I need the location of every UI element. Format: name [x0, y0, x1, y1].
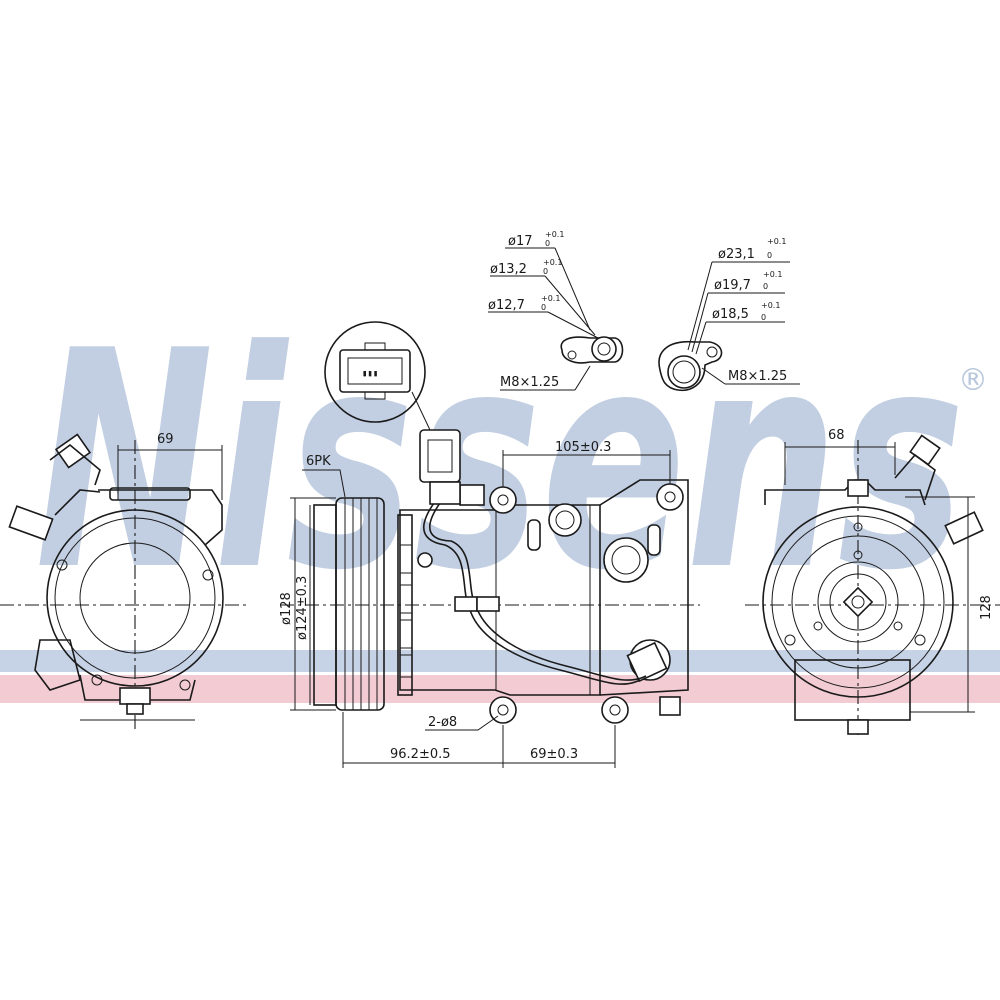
discharge-d3: ø18,5: [712, 307, 749, 322]
suction-d2: ø13,2: [490, 262, 527, 277]
dia-pulley-dim: ø124±0.3: [295, 576, 310, 640]
left-width-dim: 69: [157, 432, 174, 447]
dim-69: 69±0.3: [530, 747, 578, 762]
suction-port-detail: ø17 +0.1 0 ø13,2 +0.1 0 ø12,7 +0.1 0 M8×…: [488, 230, 624, 391]
watermark-registered-mark: ®: [958, 363, 988, 398]
discharge-d2: ø19,7: [714, 278, 751, 293]
dim-105: 105±0.3: [555, 440, 611, 455]
connector-detail: ▮▮▮: [324, 321, 426, 423]
suction-d1: ø17: [508, 234, 533, 249]
suction-d3-tol-up: +0.1: [541, 294, 560, 303]
discharge-thread: M8×1.25: [728, 369, 787, 384]
discharge-d2-tol-up: +0.1: [763, 270, 782, 279]
right-height-dim: 128: [979, 595, 994, 620]
suction-d2-tol-up: +0.1: [543, 258, 562, 267]
suction-d3-tol-low: 0: [541, 303, 546, 312]
discharge-port-detail: ø23,1 +0.1 0 ø19,7 +0.1 0 ø18,5 +0.1 0 M…: [658, 237, 800, 392]
discharge-d2-tol-low: 0: [763, 282, 768, 291]
connector-pins: ▮▮▮: [362, 369, 378, 379]
watermark-logo-text: Nissens: [35, 287, 965, 636]
belt-label: 6PK: [306, 454, 331, 469]
side-view: ø128 ø124±0.3 6PK: [279, 321, 700, 768]
dim-96-2: 96.2±0.5: [390, 747, 451, 762]
watermark-blue-band: [0, 650, 1000, 672]
suction-d1-tol-low: 0: [545, 239, 550, 248]
discharge-d3-tol-low: 0: [761, 313, 766, 322]
dia-outer-dim: ø128: [279, 592, 294, 625]
watermark: Nissens ®: [0, 287, 1000, 703]
suction-d1-tol-up: +0.1: [545, 230, 564, 239]
discharge-d1-tol-up: +0.1: [767, 237, 786, 246]
holes-dim: 2-ø8: [428, 715, 457, 730]
suction-d2-tol-low: 0: [543, 267, 548, 276]
suction-d3: ø12,7: [488, 298, 525, 313]
right-width-dim: 68: [828, 428, 845, 443]
right-view: 68 128: [745, 428, 1000, 735]
discharge-d1-tol-low: 0: [767, 251, 772, 260]
suction-thread: M8×1.25: [500, 375, 559, 390]
discharge-d3-tol-up: +0.1: [761, 301, 780, 310]
left-view: 69: [0, 432, 250, 730]
discharge-d1: ø23,1: [718, 247, 755, 262]
